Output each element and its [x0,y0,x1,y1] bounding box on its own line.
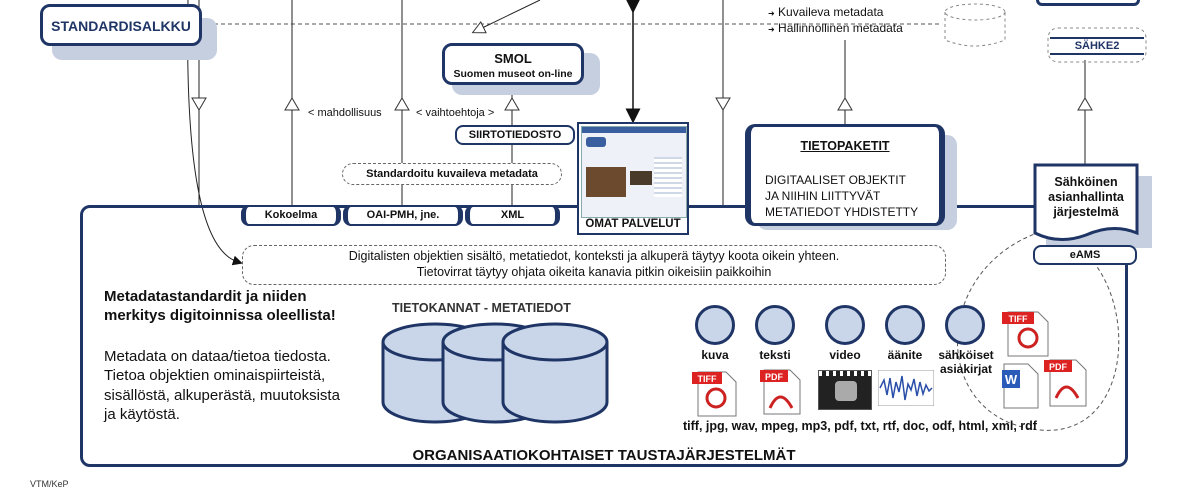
word-doc-icon: W [1002,363,1039,409]
site-logo [586,137,606,147]
banner-line-2: Tietovirrat täytyy ohjata oikeita kanavi… [416,265,772,279]
left-body-1: Metadata on dataa/tietoa tiedosta. [104,348,331,365]
bullet-arrow-icon: ➜ [768,25,775,34]
smol-subtitle: Suomen museot on-line [453,68,573,80]
tietopaketit-box: TIETOPAKETIT DIGITAALISET OBJEKTIT JA NI… [745,124,945,226]
database-cylinders [381,322,609,424]
pdf-adobe-icon: PDF [760,369,801,415]
bullet-arrow-icon: ➜ [768,9,775,18]
databases-title: TIETOKANNAT - METATIEDOT [392,301,571,315]
video-frame [835,381,857,401]
vaihtoehtoja-label: < vaihtoehtoja > [416,107,495,119]
type-circle-video [825,305,865,345]
eams-pill: eAMS [1033,245,1137,265]
website-screenshot [581,126,687,218]
xml-pill: XML [465,205,560,226]
type-label-video: video [829,348,861,362]
browser-bar [582,127,686,133]
svg-text:TIFF: TIFF [698,374,717,384]
credit-label: VTM/KeP [30,479,69,489]
eams-line-2: asianhallinta [1048,190,1124,204]
left-heading-1: Metadatastandardit ja niiden [104,288,307,305]
type-label-sahkoiset: sähköiset [938,348,994,362]
standardisalkku-box: STANDARDISALKKU [40,4,202,46]
left-body-4: ja käytöstä. [104,406,180,423]
svg-text:PDF: PDF [765,372,784,382]
svg-text:PDF: PDF [1049,362,1068,372]
eams-line-3: järjestelmä [1053,205,1119,219]
footer-title: ORGANISAATIOKOHTAISET TAUSTAJÄRJESTELMÄT [412,447,796,464]
thumb-image [630,171,652,185]
tietopaketit-line-2: JA NIIHIN LIITTYVÄT [765,189,881,203]
bullet-hallinnollinen: ➜ Hallinnollinen metadata [768,21,903,35]
type-circle-kuva [695,305,735,345]
bullet-kuvaileva: ➜ Kuvaileva metadata [768,5,883,19]
painting-image [586,167,626,197]
svg-text:W: W [1005,372,1018,387]
banner-line-1: Digitalisten objektien sisältö, metatied… [348,249,840,263]
type-label-kuva: kuva [701,348,729,362]
type-circle-aanite [885,305,925,345]
eams-line-1: Sähköinen [1054,175,1118,189]
video-thumbnail [818,370,872,410]
left-body-3: sisällöstä, alkuperästä, muutoksista [104,387,340,404]
tietopaketit-line-1: DIGITAALISET OBJEKTIT [765,173,906,187]
left-body-2: Tietoa objektien ominaispiirteistä, [104,367,326,384]
audio-waveform [878,370,934,406]
bullet-text: Kuvaileva metadata [778,5,884,19]
smol-box: SMOL Suomen museot on-line [442,43,584,85]
eams-document [1033,163,1139,241]
standardisalkku-label: STANDARDISALKKU [51,18,191,34]
siirtotiedosto-pill: SIIRTOTIEDOSTO [455,125,575,145]
kokoelma-pill: Kokoelma [241,205,341,226]
film-strip [819,371,871,376]
formats-list: tiff, jpg, wav, mpeg, mp3, pdf, txt, rtf… [683,419,1037,433]
smol-title: SMOL [494,51,532,66]
omat-palvelut-box: OMAT PALVELUT [577,122,689,235]
mahdollisuus-label: < mahdollisuus [308,107,382,119]
omat-palvelut-label: OMAT PALVELUT [585,218,681,230]
type-circle-sahkoiset [945,305,985,345]
type-label-asiakirjat: asiakirjat [939,362,993,376]
pdf-adobe-icon: PDF [1044,359,1087,407]
tiff-file-icon: TIFF [1002,311,1049,357]
tietopaketit-line-3: METATIEDOT YHDISTETTY [765,205,919,219]
database-icon [501,322,609,424]
type-label-teksti: teksti [759,348,791,362]
tietopaketit-title: TIETOPAKETIT [800,139,890,153]
tiff-file-icon: TIFF [692,371,737,417]
type-label-aanite: äänite [887,348,923,362]
standardoitu-pill: Standardoitu kuvaileva metadata [342,163,562,185]
svg-text:TIFF: TIFF [1009,314,1028,324]
left-heading-2: merkitys digitoinnissa oleellista! [104,307,336,324]
text-column [654,157,682,197]
top-right-box [1036,0,1140,6]
oai-pill: OAI-PMH, jne. [343,205,463,226]
bullet-text: Hallinnollinen metadata [778,21,903,35]
banner: Digitalisten objektien sisältö, metatied… [242,245,946,285]
type-circle-teksti [755,305,795,345]
sahke2-label: SÄHKE2 [1050,37,1144,55]
